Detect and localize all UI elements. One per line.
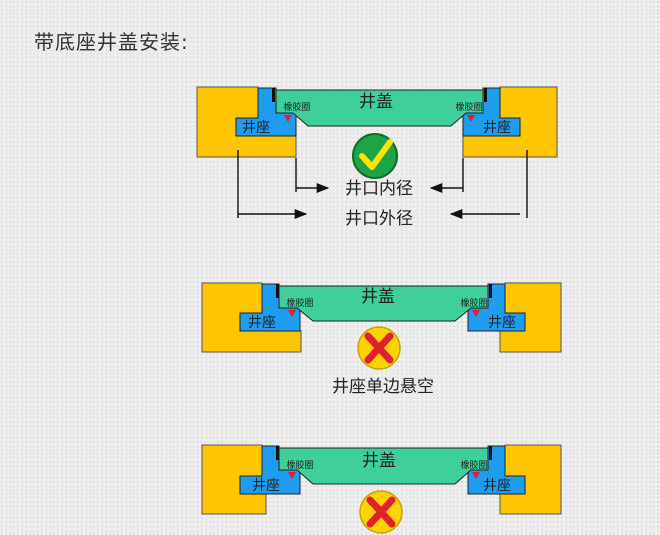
right-gasket <box>467 115 475 122</box>
manhole-cover <box>278 285 489 322</box>
manhole-cover <box>275 89 484 127</box>
left-gasket-label: 橡胶圈 <box>286 459 313 471</box>
outer-diameter-dimension <box>237 150 528 220</box>
page-title: 带底座井盖安装: <box>34 30 189 54</box>
one-side-hanging-label: 井座单边悬空 <box>332 377 434 397</box>
cross-icon <box>357 326 401 370</box>
left-gasket <box>288 310 296 317</box>
right-seat-label: 井座 <box>488 315 516 331</box>
cover-label: 井盖 <box>361 287 395 307</box>
cover-label: 井盖 <box>362 451 396 471</box>
right-gasket <box>472 310 480 317</box>
check-icon <box>352 133 398 179</box>
diagram-one-side-hanging: 井盖 井座 井座 橡胶圈 橡胶圈 井座单边悬空 <box>201 282 562 397</box>
diagram-correct: 井盖 井座 井座 橡胶圈 橡胶圈 井口内径 井口外径 <box>196 86 558 229</box>
left-gasket <box>284 115 292 122</box>
left-seat-label: 井座 <box>242 120 270 136</box>
inner-diameter-dimension <box>295 158 464 194</box>
left-seat-label: 井座 <box>248 315 276 331</box>
right-gasket <box>472 472 480 479</box>
left-gasket-label: 橡胶圈 <box>286 297 313 309</box>
left-gasket <box>288 472 296 479</box>
right-gasket-label: 橡胶圈 <box>460 459 487 471</box>
right-gasket-label: 橡胶圈 <box>460 297 487 309</box>
inner-diameter-label: 井口内径 <box>345 179 413 199</box>
diagram-both-sides-hanging: 井盖 井座 井座 橡胶圈 橡胶圈 <box>201 444 562 534</box>
left-gasket-label: 橡胶圈 <box>283 101 310 113</box>
manhole-cover <box>278 447 489 485</box>
outer-diameter-label: 井口外径 <box>345 209 413 229</box>
cover-label: 井盖 <box>359 92 393 112</box>
right-seat-label: 井座 <box>483 478 511 494</box>
left-seat-label: 井座 <box>252 478 280 494</box>
cross-icon <box>359 490 403 534</box>
right-gasket-label: 橡胶圈 <box>455 101 482 113</box>
right-seat-label: 井座 <box>483 120 511 136</box>
